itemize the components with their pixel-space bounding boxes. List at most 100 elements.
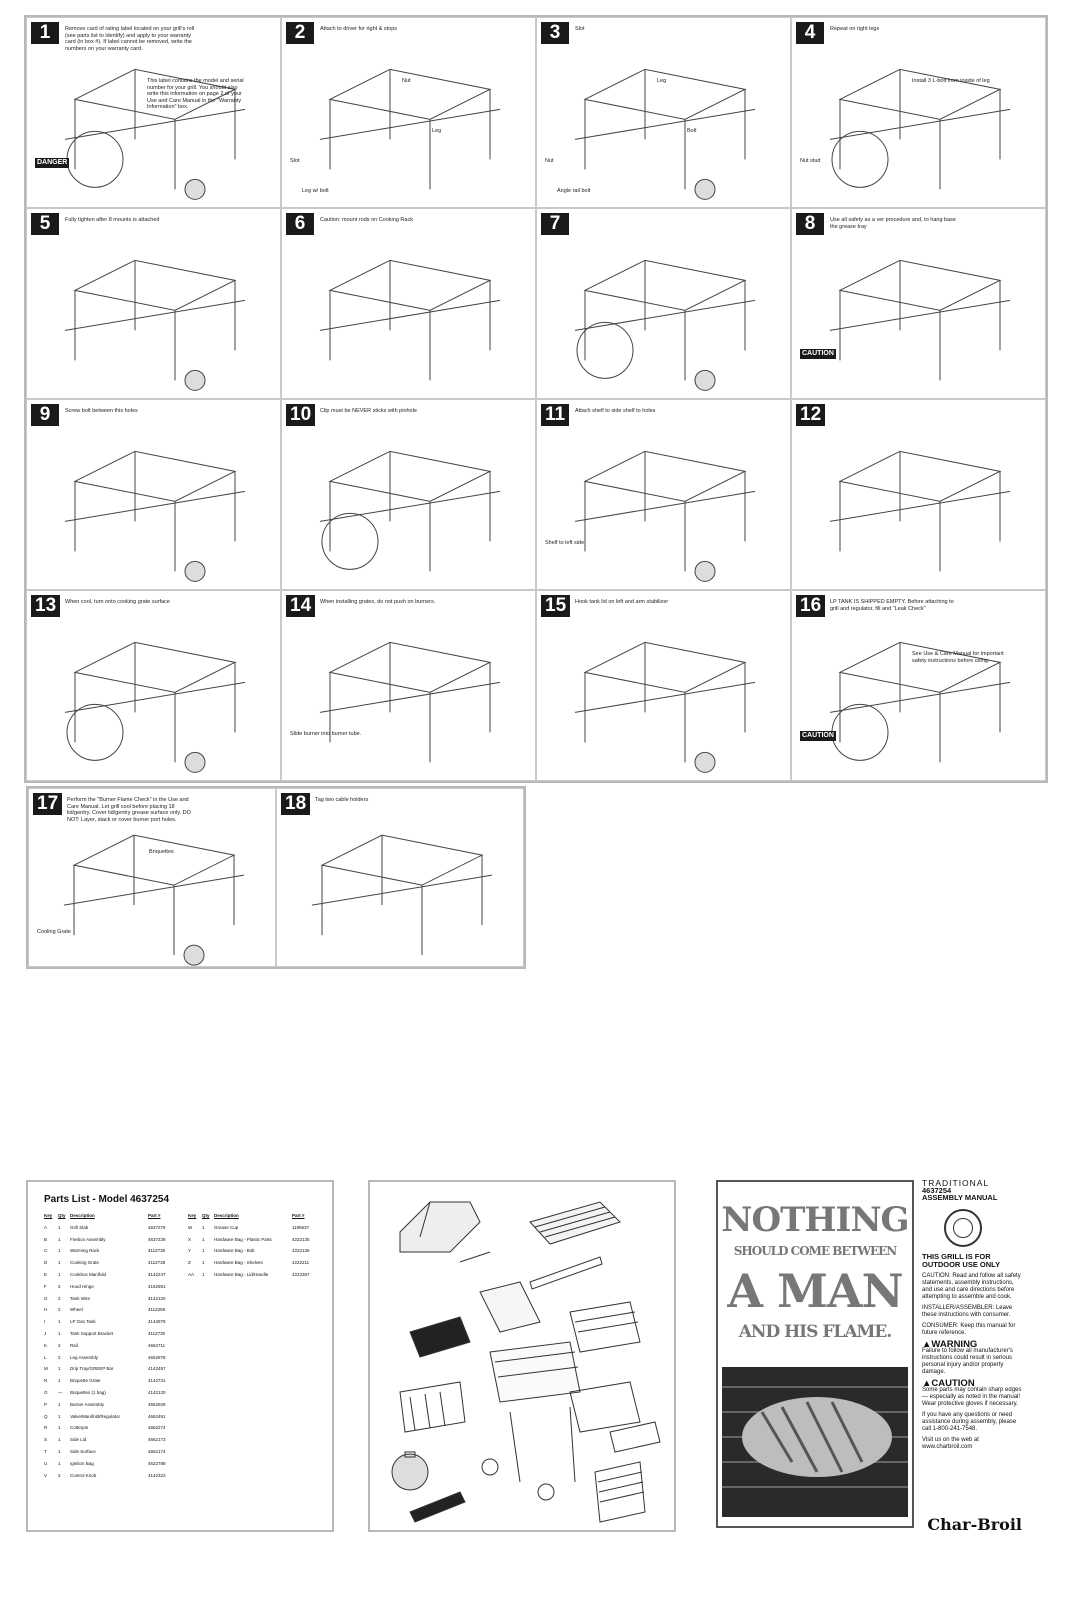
warning-icon: ▲ (922, 1339, 932, 1350)
step-caption: Leg (432, 128, 442, 134)
step-7: 7 (536, 208, 791, 399)
step-number: 12 (796, 404, 826, 426)
step-caption: Install 3 L-bolt from inside of leg (912, 78, 990, 84)
step-number: 5 (31, 213, 59, 235)
step-caption: Remove card of rating label located on y… (65, 26, 195, 52)
step-number: 16 (796, 595, 826, 617)
caution-icon: ▲ (922, 1378, 932, 1389)
step-illustration (574, 68, 756, 200)
step-caption: See Use & Care Manual for important safe… (912, 651, 1004, 664)
step-caption: Briquettes (149, 849, 174, 855)
step-caption: Attach to driver for right & stops (320, 26, 398, 32)
step-number: 6 (286, 213, 314, 235)
step-number: 11 (541, 404, 570, 426)
manual-cover: NOTHING SHOULD COME BETWEEN A MAN AND HI… (716, 1178, 1022, 1534)
step-illustration (574, 450, 756, 582)
step-caption: Attach shelf to side shelf to holes (575, 408, 656, 414)
step-illustration (319, 641, 501, 763)
step-caption: DANGER (35, 158, 70, 168)
step-number: 2 (286, 22, 314, 44)
step-caption: Angle rail bolt (557, 188, 591, 194)
exploded-view-sheet (368, 1180, 676, 1532)
step-12: 12 (791, 399, 1046, 590)
step-caption: CAUTION (800, 349, 836, 359)
installer-note: INSTALLER/ASSEMBLER: Leave these instruc… (922, 1305, 1013, 1318)
model-number: 4637254 (922, 1186, 952, 1195)
step-illustration (64, 450, 246, 582)
step-illustration (311, 834, 493, 956)
step-caption: Nut (402, 78, 411, 84)
step-caption: Fully tighten after 8 mounts is attached (65, 217, 160, 223)
parts-list-title: Parts List - Model 4637254 (44, 1194, 170, 1205)
caution-heading: ▲CAUTION (922, 1378, 975, 1389)
step-1: 1 Remove card of rating label located on … (26, 17, 281, 208)
step-illustration (829, 259, 1011, 381)
step-15: 15 Hook tank lid on left and arm stabiliz… (536, 590, 791, 781)
step-caption: Slot (290, 158, 300, 164)
step-illustration (574, 259, 756, 391)
poster-line-2: SHOULD COME BETWEEN (733, 1244, 898, 1258)
step-caption: Repeat on right legs (830, 26, 880, 32)
step-number: 7 (541, 213, 569, 235)
step-number: 18 (281, 793, 311, 815)
assembly-steps-grid: 1 Remove card of rating label located on … (24, 15, 1048, 783)
steak-photo (722, 1367, 908, 1517)
step-caption: Shelf to left side (545, 540, 585, 546)
step-caption: Leg w/ bolt (302, 188, 329, 194)
poster-line-1: NOTHING (721, 1200, 909, 1240)
step-caption: This label contains the model and serial… (147, 78, 244, 110)
step-illustration (319, 450, 501, 572)
step-caption: CAUTION (800, 731, 836, 741)
step-number: 1 (31, 22, 59, 44)
step-caption: When cool, turn onto cooking grate surfa… (65, 599, 170, 605)
step-caption: Hook tank lid on left and arm stabilizer (575, 599, 669, 605)
brand-line: TRADITIONAL (922, 1178, 990, 1188)
step-caption: Cooling Grate (37, 929, 71, 935)
step-illustration (829, 450, 1011, 572)
step-caption: Slot (575, 26, 585, 32)
step-number: 14 (286, 595, 316, 617)
step-caption: Slide burner into burner tube. (290, 731, 362, 737)
step-illustration (574, 641, 756, 773)
step-illustration (64, 68, 246, 200)
no-indoor-icon (944, 1209, 982, 1247)
visit-note: Visit us on the web at www.charbroil.com (922, 1437, 979, 1450)
caution-text: CAUTION: Read and follow all safety stat… (922, 1273, 1021, 1300)
poster-line-4: AND HIS FLAME. (738, 1322, 893, 1342)
step-caption: Tag two cable holders (315, 797, 369, 803)
step-number: 4 (796, 22, 824, 44)
step-caption: Clip must be NEVER sticks with pinhole (320, 408, 417, 414)
step-caption: LP TANK IS SHIPPED EMPTY. Before attachi… (830, 599, 954, 612)
step-illustration (829, 68, 1011, 190)
step-number: 15 (541, 595, 571, 617)
parts-row: O—Briquettes (1 bag)4142120 (44, 1389, 166, 1395)
brand-logo: Char-Broil (927, 1515, 1022, 1534)
